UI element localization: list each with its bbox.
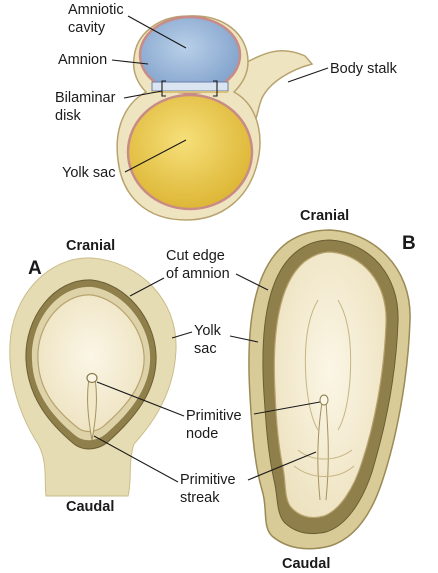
label-body-stalk: Body stalk (330, 61, 398, 77)
label-primitive-streak: Primitive streak (180, 472, 240, 506)
panel-b-embryonic-disk (273, 251, 387, 519)
panel-b-primitive-node (319, 394, 329, 406)
label-yolk-sac-middle: Yolk sac (194, 323, 225, 357)
middle-labels: Cut edge of amnion Yolk sac Primitive no… (93, 248, 321, 506)
panel-a-caudal: Caudal (66, 499, 114, 515)
panel-a-cranial: Cranial (66, 238, 115, 254)
leader-cut-edge-a (129, 277, 165, 297)
panel-a-primitive-streak (87, 377, 97, 441)
leader-yolk-sac-b (229, 335, 259, 343)
leader-body-stalk (287, 67, 329, 83)
leader-bilaminar-disk (123, 90, 163, 99)
leader-primitive-node-a (96, 381, 185, 417)
panel-b-cranial: Cranial (300, 208, 349, 224)
panel-a-primitive-node (86, 372, 98, 384)
leader-yolk-sac-top (124, 139, 187, 173)
disk-bracket-left (161, 80, 166, 97)
top-embryo-figure: Amniotic cavity Amnion Bilaminar disk Yo… (55, 2, 398, 221)
yolk-sac-shape (126, 93, 254, 211)
panel-a-figure: A Cranial Caudal (9, 238, 177, 515)
panel-b-figure: B Cranial Caudal (248, 208, 416, 572)
label-yolk-sac-top: Yolk sac (62, 165, 115, 181)
label-primitive-node: Primitive node (186, 408, 246, 442)
label-cut-edge-of-amnion: Cut edge of amnion (166, 248, 230, 282)
panel-b-primitive-streak (317, 401, 329, 501)
leader-primitive-streak-a (93, 435, 179, 483)
leader-cut-edge-b (235, 273, 269, 291)
label-amniotic-cavity: Amniotic cavity (68, 2, 128, 36)
leader-amnion (111, 59, 149, 65)
panel-a-letter: A (28, 258, 42, 279)
disk-bracket-right (213, 80, 218, 97)
panel-b-streak-curves (293, 449, 355, 477)
label-amnion: Amnion (58, 52, 107, 68)
panel-b-caudal: Caudal (282, 556, 330, 572)
panel-b-letter: B (402, 233, 416, 254)
leader-yolk-sac-a (171, 331, 193, 339)
leader-amniotic-cavity (127, 15, 187, 49)
leader-primitive-streak-b (247, 451, 317, 481)
leader-primitive-node-b (253, 401, 321, 415)
label-bilaminar-disk: Bilaminar disk (55, 90, 119, 124)
panel-b-neural-folds (304, 299, 352, 431)
